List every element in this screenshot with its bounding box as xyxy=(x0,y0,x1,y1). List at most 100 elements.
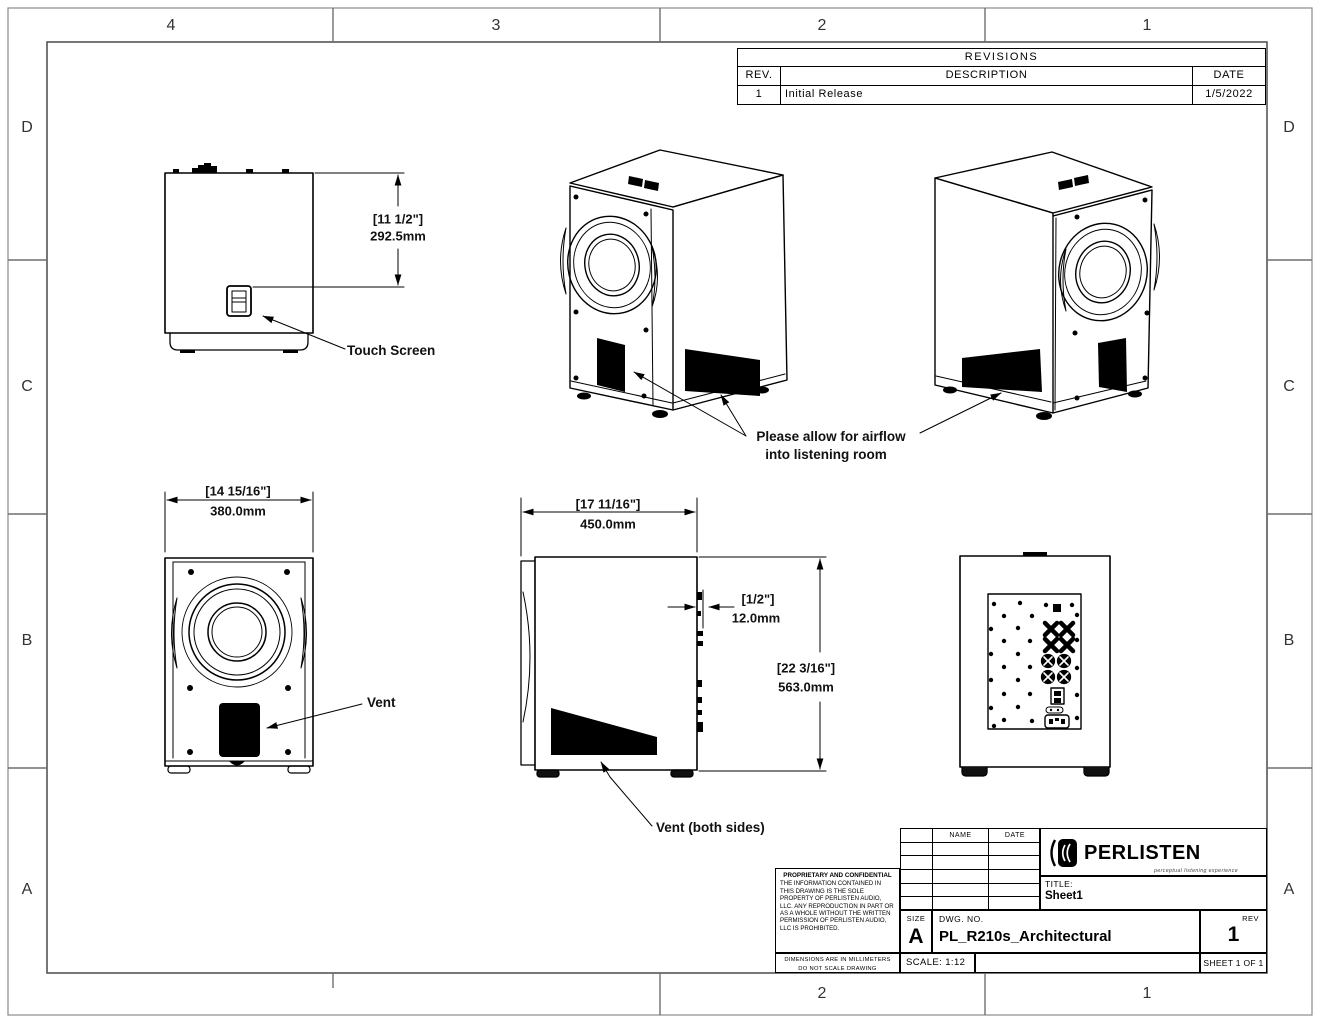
vent-both-leader xyxy=(600,761,653,827)
zone-row-a-right: A xyxy=(1283,881,1295,898)
zone-col-4-top: 4 xyxy=(166,17,176,34)
scale-box: SCALE: 1:12 xyxy=(900,953,975,973)
size-value: A xyxy=(908,925,924,948)
dimensions-note: DIMENSIONS ARE IN MILLIMETERS DO NOT SCA… xyxy=(775,953,900,973)
dimensions-note-line1: DIMENSIONS ARE IN MILLIMETERS xyxy=(784,957,891,963)
side-vent-wedge xyxy=(551,708,657,755)
size-label: SIZE xyxy=(906,914,926,923)
approval-grid: NAME DATE xyxy=(900,828,1041,911)
dim-height-upper-in: [11 1/2"] xyxy=(369,211,427,227)
desc-col-header: DESCRIPTION xyxy=(780,67,1192,85)
view-iso-right xyxy=(934,151,1160,420)
revision-description: Initial Release xyxy=(780,86,1192,104)
driver-front xyxy=(181,576,293,688)
name-col-header: NAME xyxy=(933,829,989,843)
zone-row-d-left: D xyxy=(21,119,33,136)
size-box: SIZE A xyxy=(900,910,932,953)
zone-row-c-right: C xyxy=(1283,378,1295,395)
front-screws xyxy=(187,569,291,755)
vent-leader xyxy=(266,703,363,729)
vent-both-sides-label: Vent (both sides) xyxy=(656,820,765,835)
dim-offset xyxy=(667,589,735,629)
dim-width-mm: 380.0mm xyxy=(207,503,269,519)
iso-right-side-vent xyxy=(962,349,1042,392)
zone-col-1-bottom: 1 xyxy=(1142,985,1152,1002)
zone-col-2-top: 2 xyxy=(817,17,827,34)
dim-height-upper-mm: 292.5mm xyxy=(367,228,429,244)
title-box: TITLE: Sheet1 xyxy=(1040,876,1267,910)
dim-height-in: [22 3/16"] xyxy=(773,660,839,676)
iso-left-front-vent xyxy=(597,338,625,392)
perlisten-logo-icon xyxy=(1050,839,1077,867)
panel-connectors xyxy=(1040,604,1076,729)
proprietary-notice: PROPRIETARY AND CONFIDENTIAL THE INFORMA… xyxy=(775,868,900,953)
date-col-header: DATE xyxy=(1192,67,1265,85)
airflow-note-line2: into listening room xyxy=(765,447,887,462)
dim-depth-mm: 450.0mm xyxy=(577,516,639,532)
proprietary-title: PROPRIETARY AND CONFIDENTIAL xyxy=(783,872,892,879)
revision-number: 1 xyxy=(755,88,763,100)
dwg-no-value: PL_R210s_Architectural xyxy=(939,928,1112,945)
zone-col-2-bottom: 2 xyxy=(817,985,827,1002)
touch-screen-leader xyxy=(262,315,346,350)
dimensions-note-line2: DO NOT SCALE DRAWING xyxy=(798,966,877,972)
weight-box xyxy=(975,953,1200,973)
zone-row-b-right: B xyxy=(1283,632,1295,649)
dim-offset-in: [1/2"] xyxy=(738,591,778,607)
touch-screen-label: Touch Screen xyxy=(347,343,436,358)
revision-date: 1/5/2022 xyxy=(1192,86,1265,104)
view-iso-left xyxy=(560,149,788,418)
zone-row-a-left: A xyxy=(21,881,33,898)
logo-box: PERLISTEN perceptual listening experienc… xyxy=(1040,828,1267,876)
sheet-box: SHEET 1 OF 1 xyxy=(1200,953,1267,973)
revisions-header: REVISIONS xyxy=(737,48,1266,67)
zone-row-c-left: C xyxy=(21,378,33,395)
sheet-frame xyxy=(7,7,1313,1016)
rev-box: REV 1 xyxy=(1200,910,1267,953)
side-flare-right xyxy=(300,597,307,669)
side-flare-left xyxy=(171,597,178,669)
brand-name: PERLISTEN xyxy=(1084,841,1201,864)
title-label: TITLE: xyxy=(1045,879,1073,889)
rev-col-header: REV. xyxy=(745,69,773,81)
revisions-column-headers: REV. DESCRIPTION DATE xyxy=(737,67,1266,86)
iso-right-logo xyxy=(1058,175,1089,190)
date-col-header: DATE xyxy=(989,829,1041,843)
panel-screws xyxy=(988,600,1080,729)
view-side xyxy=(520,497,827,827)
dim-height-mm: 563.0mm xyxy=(775,679,837,695)
zone-row-d-right: D xyxy=(1283,119,1295,136)
title-block: PROPRIETARY AND CONFIDENTIAL THE INFORMA… xyxy=(775,828,1267,973)
rear-nubs xyxy=(697,592,703,732)
dim-height xyxy=(698,556,827,772)
iso-left-side-vent xyxy=(685,349,760,396)
revisions-title: REVISIONS xyxy=(964,51,1039,63)
brand-tagline: perceptual listening experience xyxy=(1154,868,1238,874)
view-front xyxy=(164,491,363,774)
iso-left-driver xyxy=(566,215,658,315)
dim-width xyxy=(164,491,314,553)
rev-label: REV xyxy=(1242,914,1259,923)
iso-right-front-vent xyxy=(1098,338,1127,392)
dim-depth-in: [17 11/16"] xyxy=(572,496,644,512)
dwg-no-label: DWG. NO. xyxy=(939,914,984,924)
rev-value: 1 xyxy=(1227,923,1240,946)
airflow-note-line1: Please allow for airflow xyxy=(756,429,906,444)
iso-left-logo xyxy=(628,176,659,191)
revision-row: 1 Initial Release 1/5/2022 xyxy=(737,86,1266,105)
proprietary-body: THE INFORMATION CONTAINED IN THIS DRAWIN… xyxy=(780,880,894,932)
iso-right-driver xyxy=(1057,222,1149,322)
view-rear xyxy=(959,552,1111,777)
airflow-leaders xyxy=(633,371,1002,437)
revisions-table: REVISIONS REV. DESCRIPTION DATE 1 Initia… xyxy=(737,48,1266,105)
front-vent xyxy=(219,703,260,757)
dim-offset-mm: 12.0mm xyxy=(728,610,784,626)
zone-col-3-top: 3 xyxy=(491,17,501,34)
zone-row-b-left: B xyxy=(21,632,33,649)
top-connectors xyxy=(173,163,298,353)
dim-width-in: [14 15/16"] xyxy=(202,483,274,499)
vent-label: Vent xyxy=(367,695,396,710)
dim-height-upper xyxy=(252,172,405,288)
